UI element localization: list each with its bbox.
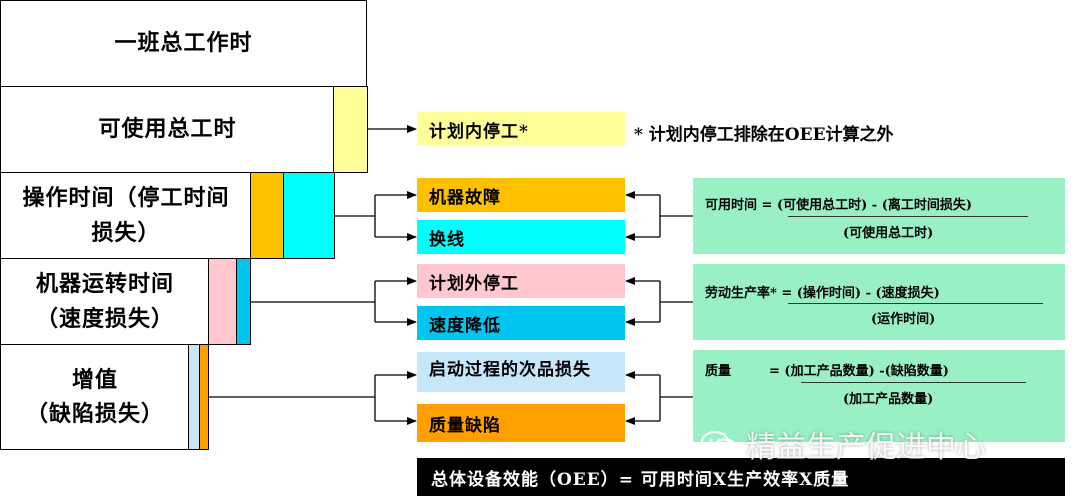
value-added-label-line2: （缺陷损失）: [25, 401, 164, 427]
availability-fraction-line: [788, 216, 1028, 217]
quality-defects-strip: [199, 344, 209, 450]
speed-drop-strip: [236, 258, 251, 345]
running-time-label-line1: 机器运转时间: [35, 271, 174, 298]
quality-numerator: = (加工产品数量) -(缺陷数量): [769, 364, 949, 379]
changeover-label-box: 换线: [417, 220, 625, 254]
speed-drop-label-box: 速度降低: [417, 306, 625, 340]
unplanned-stop-label: 计划外停工: [429, 273, 519, 294]
changeover-label: 换线: [429, 229, 465, 250]
quality-label: 质量: [705, 364, 732, 379]
quality-defects-label: 质量缺陷: [429, 415, 501, 436]
startup-defects-label-box: 启动过程的次品损失: [417, 352, 625, 392]
performance-denominator: (运作时间): [871, 312, 936, 327]
startup-defects-label: 启动过程的次品损失: [429, 360, 591, 380]
changeover-strip: [283, 172, 335, 259]
watermark-text: 精益生产促进中心: [746, 430, 986, 465]
oee-formula-bar: 总体设备效能（OEE）= 可用时间X生产效率X质量: [417, 458, 1065, 496]
availability-formula-box: 可用时间 = (可使用总工时) - (离工时间损失) (可使用总工时): [693, 178, 1065, 254]
breakdown-label-box: 机器故障: [417, 178, 625, 212]
performance-numerator: 劳动生产率* = (操作时间) - (速度损失): [705, 286, 940, 301]
total-shift-time-box: 一班总工作时: [0, 0, 367, 87]
planned-stop-strip: [333, 86, 368, 173]
total-shift-time-label: 一班总工作时: [114, 30, 253, 57]
performance-formula-box: 劳动生产率* = (操作时间) - (速度损失) (运作时间): [693, 264, 1065, 340]
quality-fraction-line: [801, 382, 1026, 383]
speed-drop-label: 速度降低: [429, 315, 501, 336]
quality-defects-label-box: 质量缺陷: [417, 404, 625, 442]
planned-stop-note: * 计划内停工排除在OEE计算之外: [634, 125, 894, 145]
running-time-box: 机器运转时间 （速度损失）: [0, 258, 210, 345]
operating-time-label-line2: 损失）: [91, 219, 161, 246]
planned-stop-label-box: 计划内停工*: [417, 112, 625, 146]
operating-time-label-line1: 操作时间（停工时间: [22, 185, 230, 212]
watermark: 精益生产促进中心: [700, 422, 986, 466]
availability-denominator: (可使用总工时): [843, 226, 934, 241]
performance-fraction-line: [788, 303, 1043, 304]
value-added-box: 增值 （缺陷损失）: [0, 344, 190, 450]
quality-formula-box: 质量 = (加工产品数量) -(缺陷数量) (加工产品数量): [693, 350, 1065, 442]
quality-denominator: (加工产品数量): [843, 392, 934, 407]
wechat-icon: [700, 429, 738, 459]
breakdown-strip: [250, 172, 285, 259]
running-time-label-line2: （速度损失）: [35, 305, 174, 332]
value-added-label-line1: 增值: [71, 366, 118, 393]
breakdown-label: 机器故障: [429, 187, 501, 208]
oee-formula-text: 总体设备效能（OEE）= 可用时间X生产效率X质量: [431, 469, 850, 490]
available-time-label: 可使用总工时: [98, 116, 237, 143]
unplanned-stop-label-box: 计划外停工: [417, 264, 625, 298]
availability-numerator: 可用时间 = (可使用总工时) - (离工时间损失): [705, 198, 972, 213]
planned-stop-label: 计划内停工*: [429, 121, 529, 142]
